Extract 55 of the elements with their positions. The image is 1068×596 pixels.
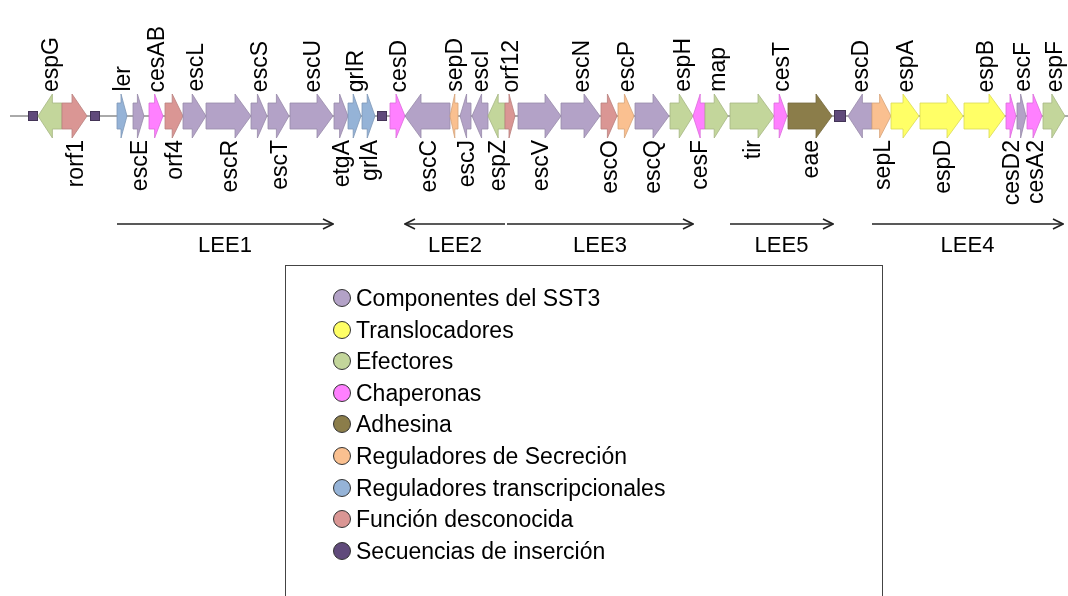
gene-name: sepL — [868, 140, 895, 190]
gene-name: tir — [739, 140, 765, 160]
gene-name: rorf1 — [61, 140, 88, 188]
gene-name: escF — [1008, 42, 1035, 92]
gene-name: escN — [567, 39, 594, 92]
operon-label: LEE1 — [198, 232, 252, 258]
gene-name: espG — [37, 37, 63, 92]
legend-label: Chaperonas — [356, 378, 482, 407]
gene-name: escJ — [452, 140, 479, 188]
gene-name: escL — [181, 43, 208, 92]
gene-name: espA — [892, 39, 918, 92]
gene-name: espB — [971, 39, 998, 92]
legend-label: Efectores — [356, 347, 454, 376]
operon-label: LEE2 — [428, 232, 482, 258]
gene-name: escS — [246, 40, 272, 92]
gene-name: escE — [125, 140, 152, 192]
operon-label: LEE4 — [940, 232, 995, 258]
gene-name: espD — [928, 140, 955, 194]
gene-name: espZ — [483, 140, 510, 192]
gene-name: cesD2 — [998, 140, 1024, 206]
gene-name: sepD — [441, 38, 467, 92]
gene-name: escU — [298, 39, 325, 92]
gene-name: escT — [265, 140, 292, 190]
legend-label: Reguladores transcripcionales — [356, 473, 666, 502]
legend-label: Secuencias de inserción — [356, 536, 606, 565]
gene-name: eae — [797, 140, 823, 179]
gene-name: escQ — [639, 140, 665, 194]
gene-name: cesF — [686, 140, 712, 190]
gene-name: ler — [109, 66, 135, 92]
gene-name: escO — [596, 140, 622, 194]
gene-name: escR — [215, 140, 242, 193]
gene-name: cesD — [384, 39, 411, 92]
gene-name: escC — [414, 140, 441, 193]
gene-name: cesT — [767, 42, 794, 92]
gene-name: etgA — [328, 140, 354, 188]
legend-label: Función desconocida — [356, 505, 574, 534]
gene-name: espH — [668, 38, 695, 92]
legend-label: Reguladores de Secreción — [356, 442, 628, 470]
legend-label: Translocadores — [356, 315, 514, 344]
gene-name: orf4 — [161, 140, 187, 180]
legend-label: Adhesina — [356, 410, 452, 439]
gene-name: grlA — [355, 140, 382, 181]
gene-name: escD — [847, 39, 873, 92]
operon-label: LEE3 — [573, 232, 627, 258]
gene-name: cesAB — [143, 25, 169, 92]
gene-name: grlR — [341, 49, 368, 92]
gene-name: orf12 — [497, 39, 523, 92]
gene-name: espF — [1041, 40, 1067, 92]
gene-name: cesA2 — [1021, 140, 1048, 204]
gene-name: map — [703, 47, 730, 92]
gene-name: escP — [613, 40, 639, 92]
legend-label: Componentes del SST3 — [356, 284, 601, 312]
gene-name: escI — [467, 49, 493, 92]
gene-name: escV — [526, 140, 553, 192]
operon-label: LEE5 — [754, 232, 809, 258]
